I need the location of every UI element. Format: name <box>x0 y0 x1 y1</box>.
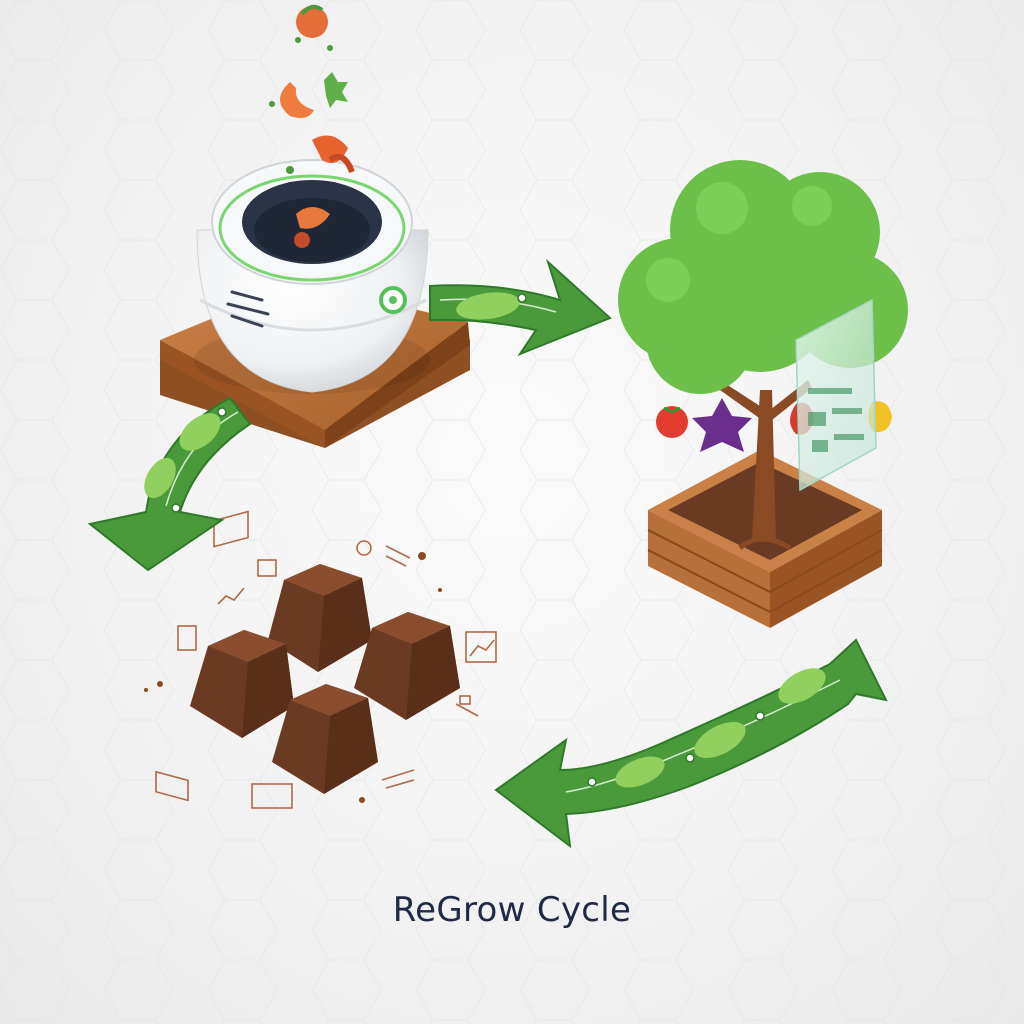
soil-block <box>268 564 372 672</box>
arrow-composter-to-tree-icon <box>429 258 612 357</box>
soil-block <box>354 612 460 720</box>
tree-planter-icon <box>618 160 908 628</box>
diagram-title: ReGrow Cycle <box>392 890 632 930</box>
food-scraps-icon <box>269 4 355 174</box>
soil-blocks-icon <box>144 510 497 809</box>
tomato-icon <box>656 406 688 438</box>
soil-block <box>190 630 294 738</box>
basil-flower-icon <box>692 398 752 452</box>
soil-block <box>272 684 378 794</box>
arrow-soil-to-composter-icon <box>87 396 252 572</box>
arrow-tree-to-soil-icon <box>494 638 888 849</box>
app-panel-icon <box>795 298 877 492</box>
composter-icon <box>160 4 470 448</box>
